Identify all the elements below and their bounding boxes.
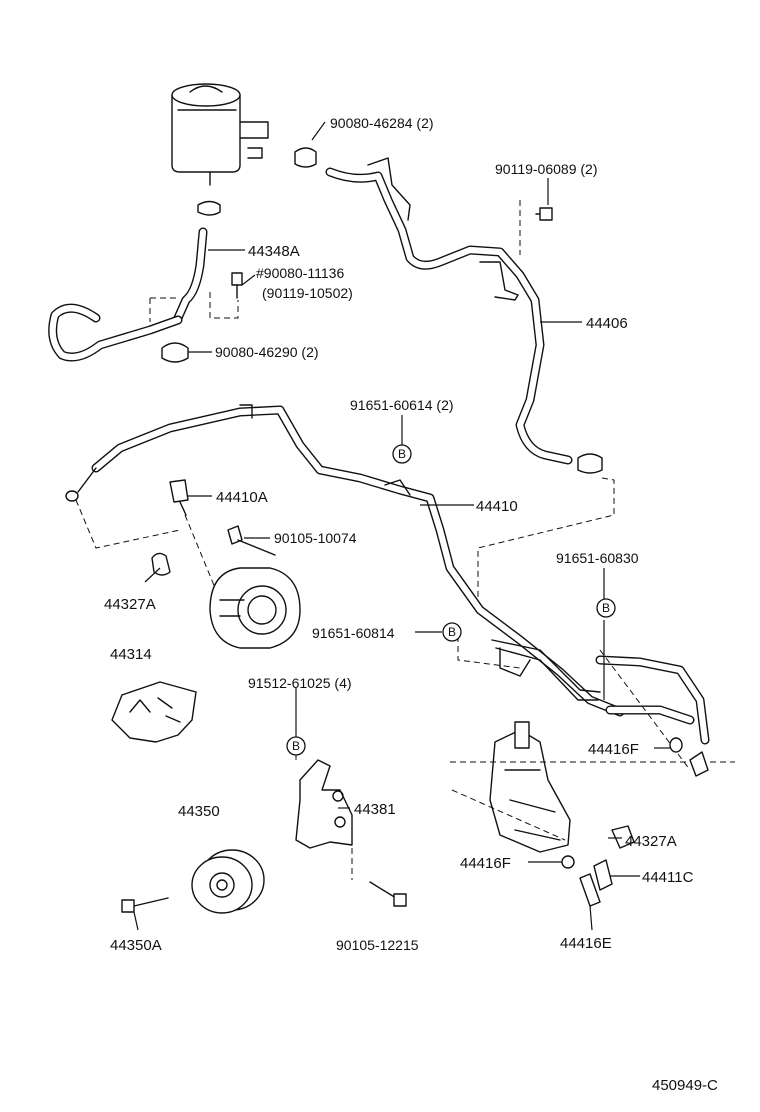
hose-end-left (65, 467, 97, 502)
union-44327a-right (611, 825, 635, 849)
svg-text:B: B (398, 447, 406, 461)
pulley-44350 (191, 849, 265, 914)
label-44410: 44410 (476, 498, 518, 515)
pipe-parallel-44410 (491, 639, 601, 701)
bolt-90080-11136 (231, 272, 243, 299)
svg-text:B: B (292, 739, 300, 753)
union-44327a-left (151, 552, 171, 576)
badge-b-91651-60814: B (442, 622, 462, 642)
badge-b-91512-61025: B (286, 736, 306, 756)
label-44381: 44381 (354, 801, 396, 818)
crossover-pipes (595, 655, 710, 745)
label-44416f-low: 44416F (460, 855, 511, 872)
label-91651-60614: 91651-60614 (2) (350, 397, 454, 413)
label-90080-46284: 90080-46284 (2) (330, 115, 434, 131)
label-44406: 44406 (586, 315, 628, 332)
label-90119-06089: 90119-06089 (2) (495, 161, 597, 177)
label-44411c: 44411C (642, 869, 694, 886)
bolt-90105-10074 (227, 525, 276, 556)
clamp-90080-46284 (294, 147, 317, 168)
union-44410a (169, 479, 189, 516)
label-44416e: 44416E (560, 935, 612, 952)
badge-b-91651-60830: B (596, 598, 616, 618)
svg-text:B: B (448, 625, 456, 639)
reservoir-tank (171, 83, 269, 186)
union-44411c (593, 859, 613, 891)
return-pipe-left (48, 303, 183, 362)
diagram-id: 450949-C (652, 1077, 718, 1094)
clamp-return-pipe (161, 342, 189, 363)
seal-44416f-low (561, 855, 575, 869)
label-90080-46290: 90080-46290 (2) (215, 344, 319, 360)
bracket-44381 (295, 759, 353, 849)
label-44348a: 44348A (248, 243, 300, 260)
label-91651-60814: 91651-60814 (312, 625, 395, 641)
label-91651-60830: 91651-60830 (556, 550, 639, 566)
label-91512-61025: 91512-61025 (4) (248, 675, 352, 691)
label-44416f-right: 44416F (588, 741, 639, 758)
seal-44416f-right (669, 737, 683, 753)
bolt-90105-12215 (369, 881, 407, 907)
clamp-upper-reservoir (197, 200, 221, 216)
hose-44406 (325, 167, 573, 465)
label-90080-11136: #90080-11136 (256, 265, 344, 281)
hose-44348a (173, 227, 208, 323)
label-44350a: 44350A (110, 937, 162, 954)
bracket-mid (239, 404, 531, 677)
clamp-lower-44406 (577, 453, 603, 474)
badge-b-91651-60614: B (392, 444, 412, 464)
bracket-44314 (111, 681, 197, 743)
pump-44320 (209, 567, 301, 649)
union-44416e (579, 873, 601, 907)
label-44327a-right: 44327A (625, 833, 677, 850)
hose-44410 (91, 405, 625, 717)
bolt-90119-06089 (535, 207, 553, 221)
leader-lines (133, 121, 670, 931)
label-44410a: 44410A (216, 489, 268, 506)
label-44327a-left: 44327A (104, 596, 156, 613)
label-44314: 44314 (110, 646, 152, 663)
bracket-upper-right (367, 157, 519, 301)
label-90105-10074: 90105-10074 (274, 530, 357, 546)
bolt-44350a (121, 897, 169, 913)
label-90105-12215: 90105-12215 (336, 937, 419, 953)
label-44350: 44350 (178, 803, 220, 820)
gear-box-44110 (489, 721, 571, 853)
label-90119-10502: (90119-10502) (262, 285, 353, 301)
hose-end-right (689, 751, 709, 777)
svg-text:B: B (602, 601, 610, 615)
